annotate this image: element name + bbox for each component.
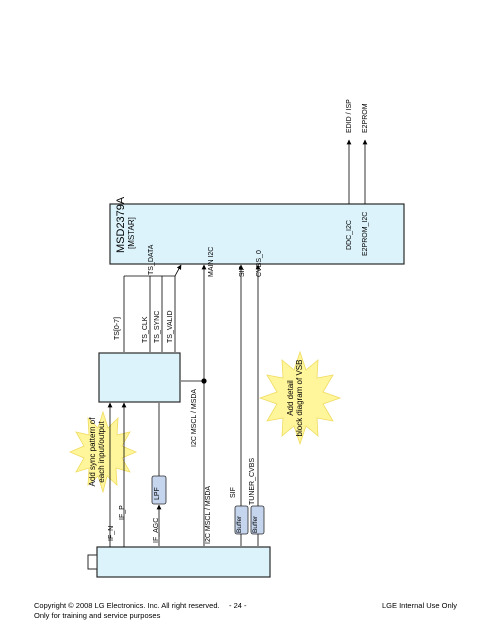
ts-sync-label: TS_SYNC [154, 310, 161, 343]
i2c-junction-dot [201, 378, 207, 384]
chip-vendor: [MSTAR] [127, 217, 136, 249]
if-agc-label: IF_AGC [153, 517, 160, 543]
sif-buffer-block [234, 505, 249, 535]
sync-note-line-2: each input/output [97, 421, 107, 483]
sif-buffer-label: Buffer [236, 515, 243, 533]
chip-pin-ddc-i2c: DDC_I2C [346, 220, 353, 250]
sync-note-burst [68, 410, 138, 494]
ts-bus-label: TS[0-7] [114, 317, 121, 340]
tuner-cvbs-label: TUNER_CVBS [249, 457, 256, 505]
sync-note-line-1: Add sync pattern of [88, 417, 97, 487]
demod-i2c-label: I2C MSCL / MSDA [191, 388, 198, 447]
cvbs-buffer-block [250, 505, 265, 535]
tuner-block [96, 546, 271, 578]
chip-pin-eeprom-i2c: E2PROM_I2C [362, 211, 369, 256]
vsb-note-burst [258, 350, 342, 446]
chip-pin-main-i2c: MAIN I2C [208, 246, 215, 277]
if-p-label: IF_P [119, 505, 126, 520]
tuner-sif-label: SIF [230, 487, 237, 498]
e2prom-label: E2PROM [362, 103, 369, 133]
cvbs-buffer-label: Buffer [252, 515, 259, 533]
internal-use-label: LGE Internal Use Only [382, 601, 458, 610]
demod-block [98, 352, 181, 403]
copyright-text: Copyright © 2008 LG Electronics. Inc. Al… [34, 601, 220, 610]
ts-clk-label: TS_CLK [142, 316, 149, 343]
training-text: Only for training and service purposes [34, 610, 161, 620]
chip-pin-ts-data: TS_DATA [148, 244, 155, 275]
ts-bundle [124, 264, 182, 277]
tuner-i2c-label: I2C MSCL / MSDA [205, 485, 212, 544]
vsb-note-line-2: block diagram of VSB [295, 359, 305, 437]
if-n-label: IF_N [108, 525, 115, 541]
footer-copyright: Copyright © 2008 LG Electronics. Inc. Al… [34, 601, 220, 621]
sync-note-text: Add sync pattern of each input/output [88, 402, 106, 502]
edid-isp-label: EDID / ISP [346, 99, 353, 133]
chip-name: MSD2379A [115, 196, 127, 253]
tuner-connector [87, 554, 98, 570]
chip-pin-sif: SIF [239, 266, 246, 277]
vsb-note-line-1: Add detail [286, 380, 295, 416]
vsb-note-text: Add detail block diagram of VSB [286, 344, 304, 452]
chip-pin-cvbs: CVBS_0 [256, 250, 263, 277]
ts-valid-label: TS_VALID [167, 310, 174, 343]
msd2379a-chip [109, 203, 405, 265]
lpf-label: LPF [154, 487, 161, 500]
page-number: - 24 - [229, 601, 247, 610]
